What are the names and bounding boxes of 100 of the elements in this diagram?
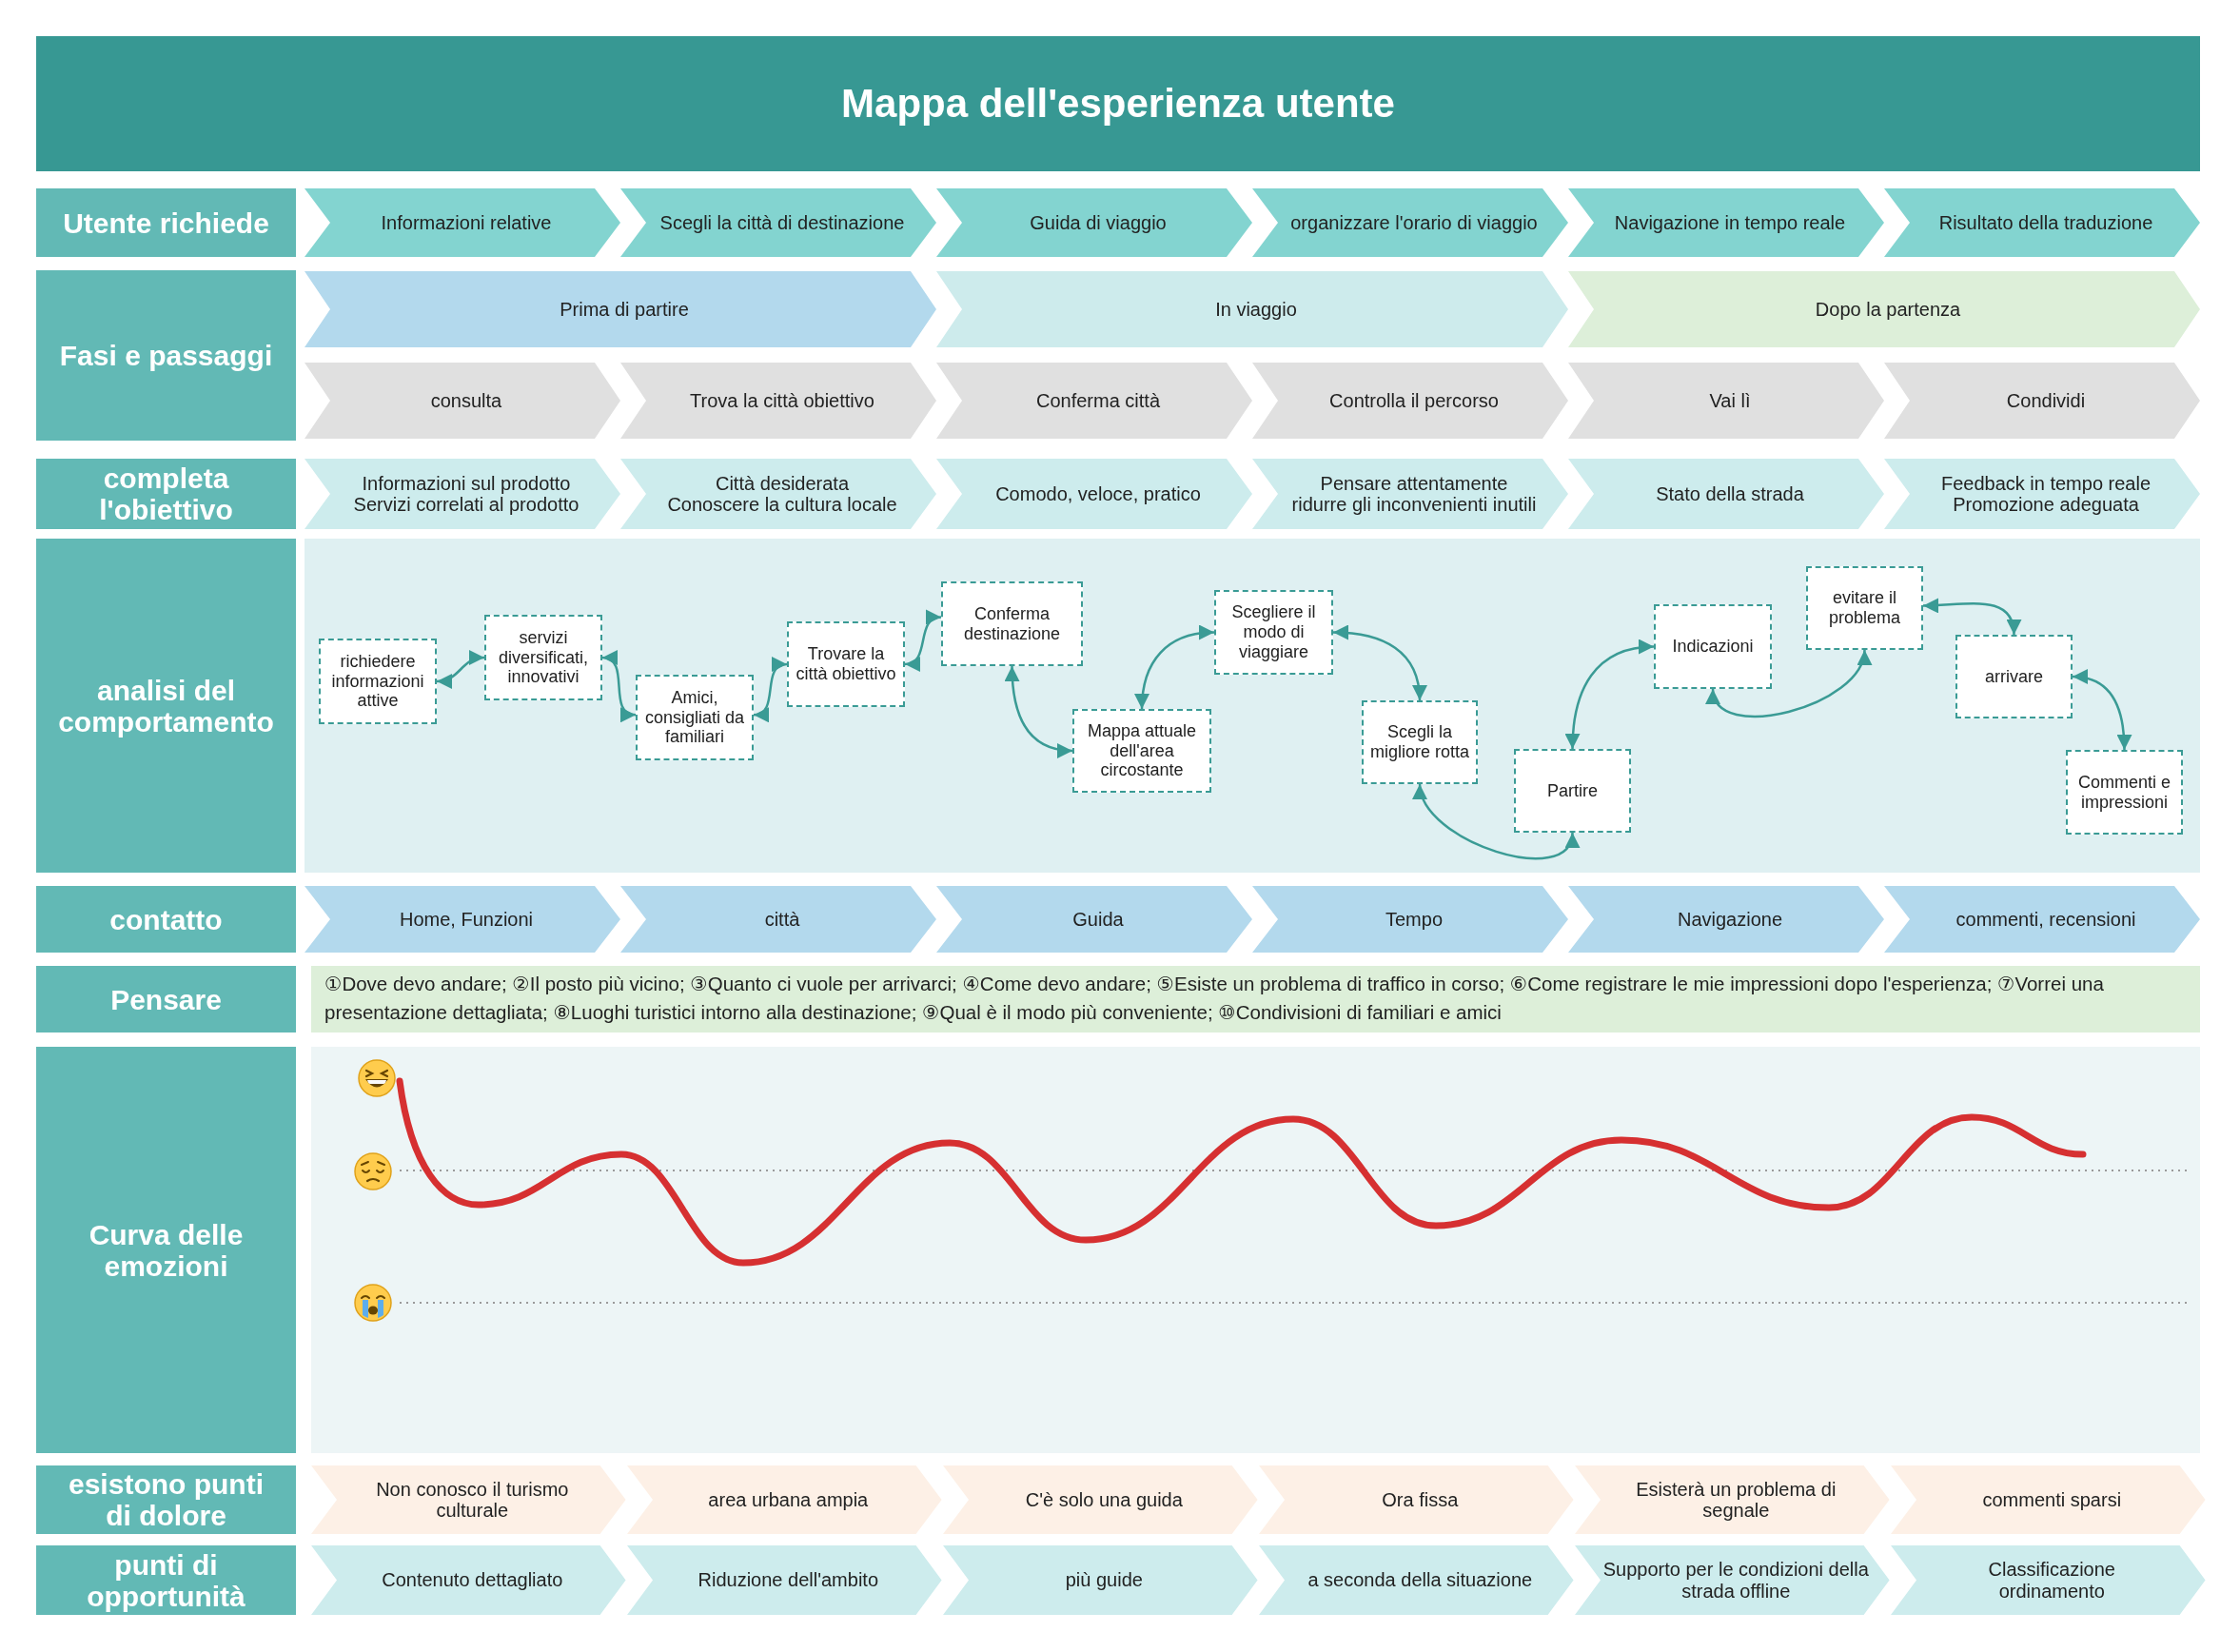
two-way-arrow: [904, 612, 942, 670]
banner-label: Promozione adeguata: [1953, 494, 2139, 516]
banner-label: Città desiderata: [715, 472, 850, 494]
banner-label: area urbana ampia: [708, 1488, 869, 1511]
banner-label: Comodo, veloce, pratico: [995, 482, 1201, 505]
row-header: [36, 270, 296, 441]
action-label: Mappa attuale dell'area circostante: [1086, 720, 1198, 781]
banner-label: città: [764, 908, 800, 931]
action-label: Scegli la migliore rotta: [1368, 722, 1470, 762]
banner-label: Dopo la partenza: [1815, 298, 1961, 321]
banner-label: commenti, recensioni: [1955, 908, 2136, 931]
row-header-label: completa l'obiettivo: [98, 462, 234, 525]
banner-label: Navigazione: [1677, 908, 1783, 931]
banner-label: Home, Funzioni: [399, 908, 534, 931]
action-card: [1955, 635, 2073, 718]
banner-label: più guide: [1065, 1569, 1143, 1591]
row-header-label: contatto: [109, 903, 223, 935]
banner-label: commenti sparsi: [1982, 1488, 2122, 1511]
banner-label: Supporto per le condizioni della strada offline: [1602, 1559, 1870, 1602]
banner-label: Trova la città obiettivo: [690, 389, 874, 412]
action-card: [1806, 566, 1923, 650]
banner-label: Pensare attentamente: [1320, 472, 1508, 494]
banner-label: a seconda della situazione: [1307, 1569, 1533, 1591]
title-text: Mappa dell'esperienza utente: [841, 81, 1395, 127]
action-card: [1514, 749, 1631, 833]
action-label: servizi diversificati, innovativi: [498, 627, 589, 688]
action-label: Indicazioni: [1672, 637, 1754, 657]
banner-label: Classificazione: [1988, 1559, 2115, 1581]
row-header-label: esistono punti di dolore: [68, 1468, 265, 1531]
action-card: [636, 675, 754, 760]
row-header-label: punti di opportunità: [86, 1548, 246, 1612]
banner-label: Esisterà un problema di segnale: [1635, 1478, 1837, 1522]
action-card: [1214, 590, 1333, 675]
banner-label: Vai lì: [1709, 389, 1751, 412]
row-header-label: Curva delle emozioni: [88, 1218, 245, 1282]
row-header-label: analisi del comportamento: [57, 674, 275, 738]
action-card: [941, 581, 1083, 666]
banner-label: Guida: [1072, 908, 1124, 931]
banner-label: ordinamento: [1998, 1580, 2105, 1602]
banner-label: Ora fissa: [1382, 1488, 1459, 1511]
banner-label: C'è solo una guida: [1025, 1488, 1183, 1511]
row-header: [36, 539, 296, 873]
thoughts-band: [311, 966, 2200, 1032]
row-header: [36, 966, 296, 1032]
row-header: [36, 459, 296, 529]
thoughts-text: ①Dove devo andare; ②Il posto più vicino; ③Quanto ci vuole per arrivarci; ④Come devo andare; ⑤Esiste un problema di traffico in corso; ⑥Come registrare le mie impressioni dopo l'esperienza; ⑦Vorrei una presentazione dettagliata; ⑧Luoghi turistici intorno alla destinazione; ⑨Qual è il modo più conveniente; ⑩Condivisioni di familiari e amici: [324, 972, 2105, 1025]
banner-label: Guida di viaggio: [1030, 211, 1167, 234]
row-header-label: Utente richiede: [63, 206, 269, 239]
banner-label: Risultato della traduzione: [1938, 211, 2153, 234]
banner-label: Contenuto dettagliato: [382, 1569, 563, 1591]
row-header: [36, 1047, 296, 1453]
row-header: [36, 886, 296, 953]
action-card: [319, 639, 437, 724]
two-way-arrow: [1565, 639, 1655, 750]
banner-label: Tempo: [1385, 908, 1443, 931]
banner-label: Prima di partire: [560, 298, 689, 321]
row-header: [36, 1465, 296, 1534]
two-way-arrow: [1332, 625, 1426, 701]
banner-label: Conferma città: [1035, 389, 1161, 412]
action-card: [1072, 709, 1211, 793]
banner-label: Servizi correlati al prodotto: [353, 494, 580, 516]
action-card: [2066, 750, 2183, 835]
banner-label: Informazioni sul prodotto: [362, 472, 571, 494]
action-card: [1362, 700, 1478, 784]
two-way-arrow: [436, 651, 485, 688]
row-header-label: Fasi e passaggi: [59, 340, 273, 371]
action-label: richiedere informazioni attive: [330, 651, 425, 712]
row-header: [36, 1545, 296, 1615]
action-label: arrivare: [1985, 666, 2043, 687]
two-way-arrow: [753, 659, 788, 720]
banner-label: Navigazione in tempo reale: [1614, 211, 1846, 234]
row-header: [36, 188, 296, 257]
banner-label: Feedback in tempo reale: [1940, 472, 2152, 494]
two-way-arrow: [1134, 625, 1215, 710]
action-card: [1654, 604, 1772, 689]
action-label: Conferma destinazione: [962, 603, 1062, 644]
banner-label: consulta: [430, 389, 502, 412]
banner-label: Stato della strada: [1656, 482, 1804, 505]
two-way-arrow: [601, 652, 637, 720]
banner-label: Conoscere la cultura locale: [667, 494, 897, 516]
banner-label: Condividi: [2006, 389, 2086, 412]
two-way-arrow: [1004, 665, 1073, 757]
action-label: Amici, consigliati da familiari: [643, 687, 746, 748]
row-header-label: Pensare: [110, 983, 222, 1015]
action-card: [484, 615, 602, 700]
action-label: Partire: [1547, 780, 1598, 801]
banner-label: Non conosco il turismo culturale: [375, 1478, 570, 1522]
action-label: evitare il problema: [1827, 588, 1901, 628]
banner-label: Riduzione dell'ambito: [698, 1569, 879, 1591]
two-way-arrow: [2072, 670, 2132, 751]
banner-label: ridurre gli inconvenienti inutili: [1291, 494, 1537, 516]
action-label: Commenti e impressioni: [2077, 772, 2171, 813]
banner-label: organizzare l'orario di viaggio: [1290, 211, 1538, 234]
banner-label: Informazioni relative: [381, 211, 552, 234]
two-way-arrow: [1922, 598, 2020, 636]
action-card: [787, 621, 905, 707]
banner-label: Controlla il percorso: [1329, 389, 1499, 412]
action-label: Scegliere il modo di viaggiare: [1230, 602, 1317, 662]
banner-label: In viaggio: [1215, 298, 1297, 321]
action-label: Trovare la città obiettivo: [795, 644, 897, 684]
